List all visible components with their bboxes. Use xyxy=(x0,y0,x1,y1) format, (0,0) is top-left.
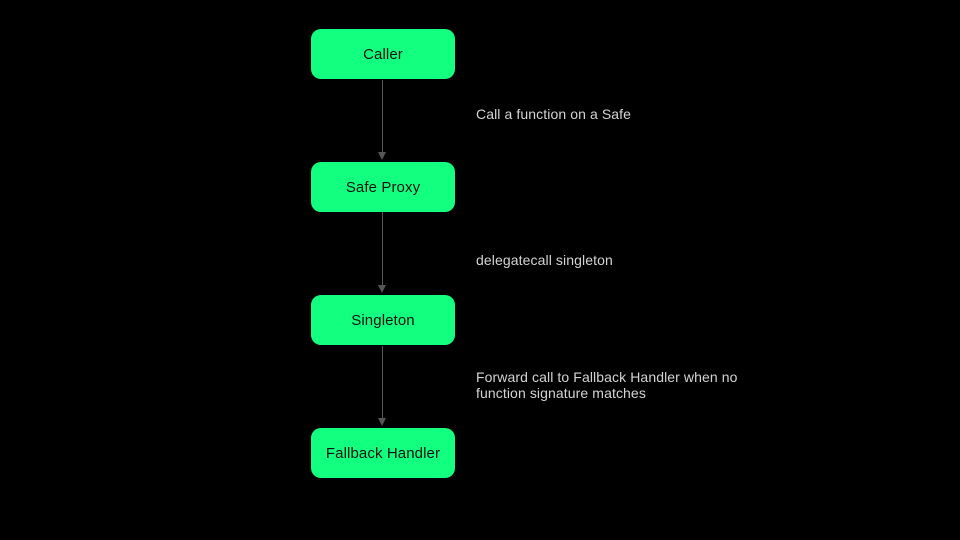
node-fallback-handler-label: Fallback Handler xyxy=(325,444,441,462)
node-safe-proxy: Safe Proxy xyxy=(311,162,455,212)
node-singleton-label: Singleton xyxy=(351,311,415,329)
node-caller-label: Caller xyxy=(363,45,403,63)
edge-label-forward-call: Forward call to Fallback Handler when no… xyxy=(476,369,738,401)
arrowhead-down-icon xyxy=(378,418,386,426)
edge-safe-proxy-to-singleton xyxy=(382,212,383,286)
edge-caller-to-safe-proxy xyxy=(382,80,383,153)
arrowhead-down-icon xyxy=(378,152,386,160)
arrowhead-down-icon xyxy=(378,285,386,293)
node-fallback-handler: Fallback Handler xyxy=(311,428,455,478)
node-safe-proxy-label: Safe Proxy xyxy=(345,178,421,196)
node-singleton: Singleton xyxy=(311,295,455,345)
edge-label-call-function: Call a function on a Safe xyxy=(476,106,632,122)
edge-singleton-to-fallback-handler xyxy=(382,346,383,419)
node-caller: Caller xyxy=(311,29,455,79)
edge-label-delegatecall: delegatecall singleton xyxy=(476,252,613,268)
